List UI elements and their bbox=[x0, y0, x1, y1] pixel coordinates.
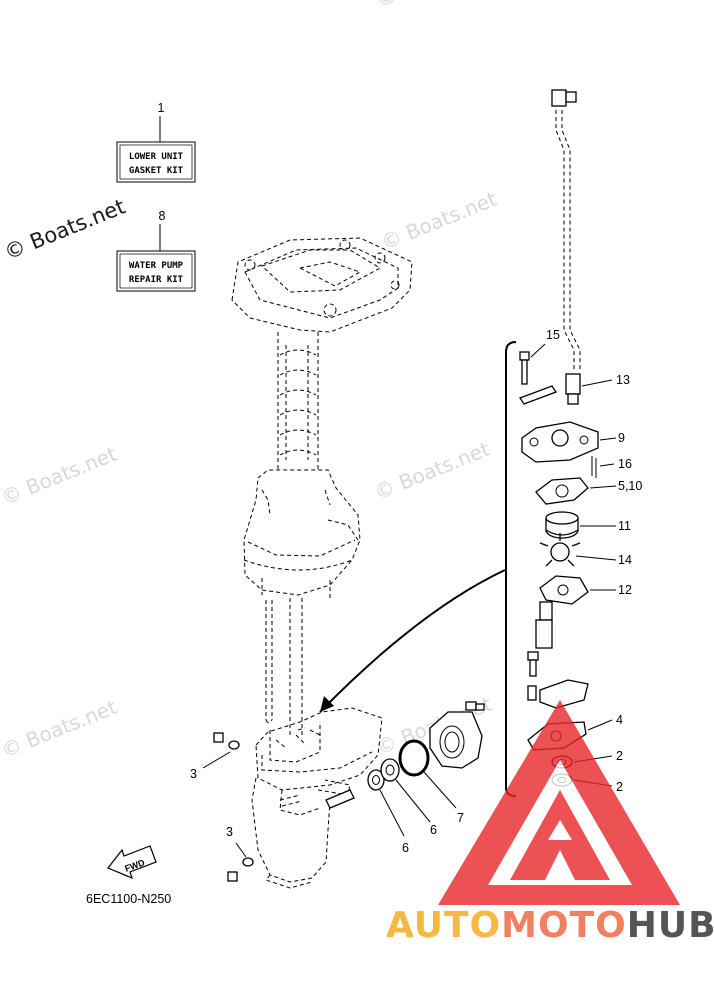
lower-unit-gasket-kit-box: 1 LOWER UNIT GASKET KIT bbox=[116, 101, 196, 183]
watermark: © Boats.net bbox=[378, 187, 500, 255]
callout-9: 9 bbox=[618, 431, 625, 445]
watermark: © Boats.net bbox=[373, 0, 495, 13]
callout-15: 15 bbox=[546, 328, 560, 342]
kit-label-line1: WATER PUMP bbox=[129, 261, 184, 271]
drive-shaft-housing bbox=[231, 237, 413, 889]
arrow-head-icon bbox=[320, 696, 334, 712]
watermark: © Boats.net bbox=[0, 442, 120, 510]
fwd-indicator: FWD bbox=[107, 845, 157, 880]
callout-6: 6 bbox=[430, 823, 437, 837]
brand-part1: AUTO bbox=[386, 905, 501, 946]
kit-label-line2: GASKET KIT bbox=[129, 166, 184, 176]
water-hose bbox=[551, 89, 581, 372]
fwd-arrow-icon bbox=[107, 845, 157, 880]
arrow-line bbox=[319, 569, 506, 713]
callout-14: 14 bbox=[618, 553, 632, 567]
callout-13: 13 bbox=[616, 373, 630, 387]
callout-4: 4 bbox=[616, 713, 623, 727]
callout-3: 3 bbox=[190, 767, 197, 781]
brand-wordmark: AUTOMOTOHUB bbox=[386, 905, 714, 946]
callout-12: 12 bbox=[618, 583, 632, 597]
brand-logo bbox=[438, 700, 680, 905]
kit-bracket bbox=[505, 341, 517, 797]
watermark: © Boats.net bbox=[0, 695, 120, 763]
callout-16: 16 bbox=[618, 457, 632, 471]
brand-part3: HUB bbox=[627, 905, 714, 946]
watermark-group: © Boats.net © Boats.net © Boats.net © Bo… bbox=[0, 0, 500, 763]
watermark: © Boats.net bbox=[371, 437, 493, 505]
callout-2: 2 bbox=[616, 749, 623, 763]
callout-11: 11 bbox=[618, 519, 631, 533]
callout-3: 3 bbox=[226, 825, 233, 839]
callout-7: 7 bbox=[457, 811, 464, 825]
callout-2: 2 bbox=[616, 780, 623, 794]
callout-labels: 15 13 9 16 5,10 11 14 12 4 2 2 3 3 6 6 7 bbox=[190, 328, 642, 855]
callout-6: 6 bbox=[402, 841, 409, 855]
kit-label-line2: REPAIR KIT bbox=[129, 275, 184, 285]
kit-label-line1: LOWER UNIT bbox=[129, 152, 184, 162]
callout-8: 8 bbox=[159, 209, 166, 223]
callout-5-10: 5,10 bbox=[618, 479, 642, 493]
watermark-main: © Boats.net bbox=[1, 194, 129, 264]
water-pump-repair-kit-box: 8 WATER PUMP REPAIR KIT bbox=[116, 209, 196, 292]
callout-1: 1 bbox=[158, 101, 165, 115]
diagram-code: 6EC1100-N250 bbox=[86, 892, 171, 906]
brand-part2: MOTO bbox=[501, 905, 627, 946]
prop-shaft-parts bbox=[202, 701, 485, 882]
